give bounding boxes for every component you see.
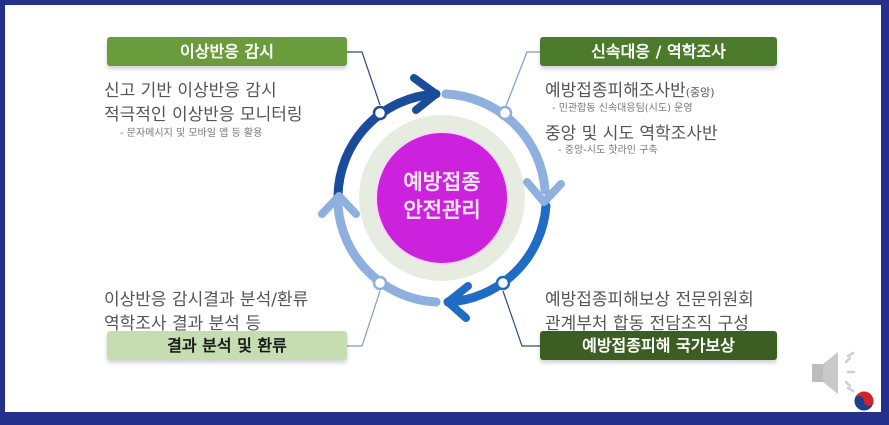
top-left-line-2: 적극적인 이상반응 모니터링 (104, 105, 303, 125)
connector-bottom-left (347, 290, 381, 347)
center-line-2: 안전관리 (403, 198, 481, 222)
government-logo-icon (853, 390, 875, 412)
arc-bottom-right (443, 201, 551, 307)
arrow-head-right-icon (410, 74, 440, 114)
box-analysis-feedback: 결과 분석 및 환류 (107, 331, 347, 360)
center-label: 예방접종 안전관리 (372, 168, 512, 224)
bottom-right-line-1: 예방접종피해보상 전문위원회 (545, 290, 754, 310)
top-right-note-2: - 중앙-시도 핫라인 구축 (558, 145, 658, 156)
box-rapid-response: 신속대응 / 역학조사 (540, 37, 777, 66)
arrow-head-down-icon (523, 178, 565, 206)
bottom-right-line-2: 관계부처 합동 전담조직 구성 (545, 314, 749, 334)
node-bottom-right (495, 275, 511, 291)
arc-bottom-left (333, 201, 441, 307)
top-left-note: - 문자메시지 및 모바일 앱 등 활용 (120, 128, 263, 139)
top-right-line-2: 중앙 및 시도 역학조사반 (545, 124, 718, 144)
arrow-head-up-icon (318, 192, 360, 218)
top-right-line-1: 예방접종피해조사반(중앙) (545, 76, 715, 101)
top-right-note-1: - 민관합동 신속대응팀(시도) 운영 (552, 103, 693, 114)
top-right-line-1-text: 예방접종피해조사반 (545, 81, 686, 101)
bottom-left-line-2: 역학조사 결과 분석 등 (104, 314, 261, 334)
center-line-1: 예방접종 (403, 170, 481, 194)
arc-top-left (333, 89, 441, 201)
node-top-right (497, 105, 513, 121)
arrow-head-left-icon (444, 282, 472, 322)
bottom-left-line-1: 이상반응 감시결과 분석/환류 (104, 290, 309, 310)
top-right-line-1-suffix: (중앙) (685, 86, 715, 99)
node-top-left (372, 105, 388, 121)
top-left-line-1: 신고 기반 이상반응 감시 (104, 81, 277, 101)
arc-top-right (441, 89, 550, 195)
speaker-icon[interactable] (812, 351, 856, 394)
center-circle (375, 131, 509, 265)
connector-bottom-right (502, 290, 540, 347)
box-national-compensation: 예방접종피해 국가보상 (540, 331, 777, 360)
node-bottom-left (372, 275, 388, 291)
connector-top-left (347, 51, 381, 106)
box-adverse-monitoring: 이상반응 감시 (107, 37, 347, 66)
connector-top-right (505, 51, 540, 107)
